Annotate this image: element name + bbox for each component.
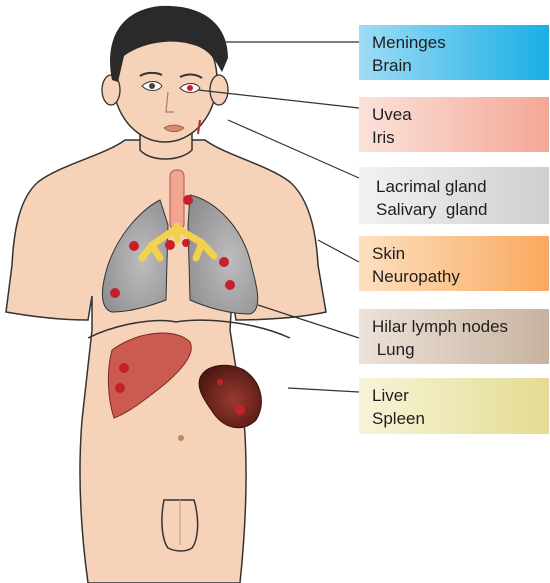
navel: [178, 435, 184, 441]
label-line: Salivary gland: [376, 198, 541, 221]
head: [102, 6, 228, 142]
label-line: Liver: [372, 384, 541, 407]
label-line: Lacrimal gland: [376, 175, 541, 198]
label-uvea-iris: Uvea Iris: [359, 97, 549, 152]
label-line: Skin: [372, 242, 541, 265]
label-liver-spleen: Liver Spleen: [359, 378, 549, 434]
label-hilar-lung: Hilar lymph nodes Lung: [359, 309, 549, 364]
label-line: Meninges: [372, 31, 541, 54]
label-line: Hilar lymph nodes: [372, 315, 541, 338]
trachea: [170, 170, 184, 230]
label-line: Neuropathy: [372, 265, 541, 288]
label-meninges-brain: Meninges Brain: [359, 25, 549, 80]
label-line: Iris: [372, 126, 541, 149]
label-lacrimal-salivary: Lacrimal gland Salivary gland: [359, 167, 549, 224]
label-skin-neuropathy: Skin Neuropathy: [359, 236, 549, 291]
label-line: Brain: [372, 54, 541, 77]
label-line: Lung: [372, 338, 541, 361]
label-line: Spleen: [372, 407, 541, 430]
label-line: Uvea: [372, 103, 541, 126]
